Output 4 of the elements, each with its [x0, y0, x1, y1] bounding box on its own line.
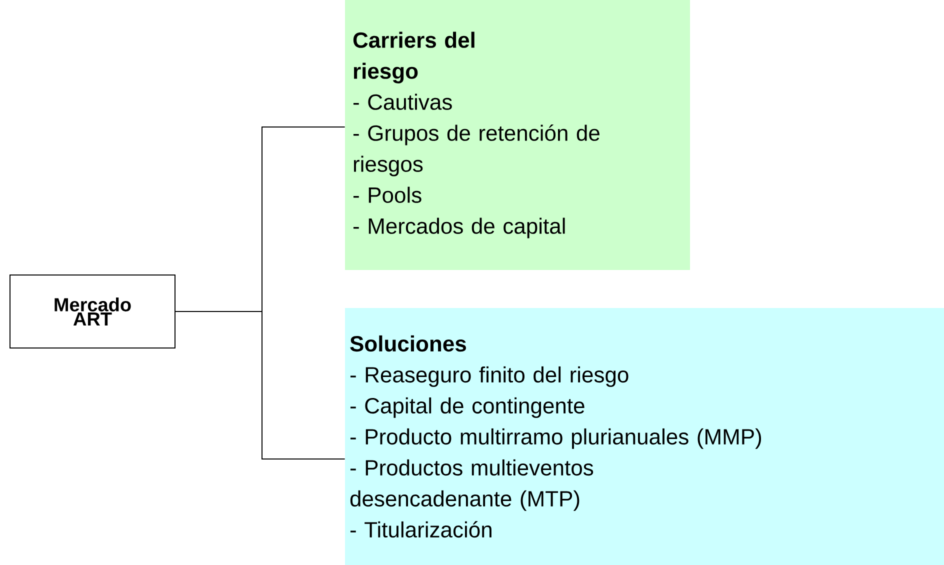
market-box: Mercado ART [10, 274, 176, 348]
category-box: Soluciones - Reaseguro finito del riesgo - Capital de contingente - Producto multirramo plurianuales (MMP) - Productos multieventos desencadenante (MTP) - Titularización [345, 308, 944, 565]
connector-line [175, 311, 346, 460]
category-box: Carriers del riesgo - Cautivas - Grupos de retención de riesgos - Pools - Mercados de capital [345, 0, 690, 270]
